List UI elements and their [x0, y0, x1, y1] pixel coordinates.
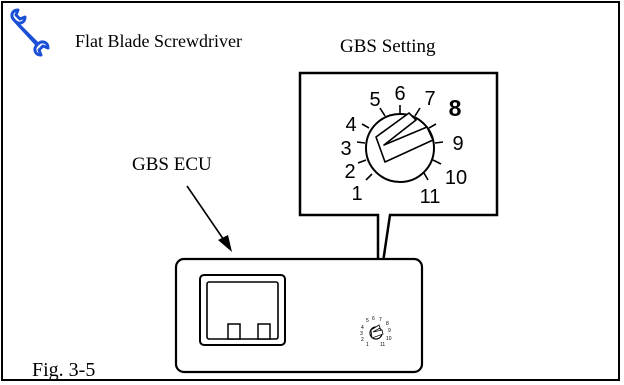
rotary-switch-large: 1 2 3 4 5 6 7 8 9 10 11: [340, 83, 467, 208]
dial-ticks: [356, 105, 444, 181]
dial-number-3: 3: [340, 138, 351, 160]
svg-text:2: 2: [361, 337, 364, 343]
svg-text:8: 8: [386, 321, 389, 327]
dial-number-4: 4: [345, 114, 356, 136]
wrench-icon: [10, 8, 50, 57]
svg-text:6: 6: [372, 316, 375, 322]
svg-text:4: 4: [361, 325, 364, 331]
svg-text:5: 5: [366, 318, 369, 324]
callout-title: GBS Setting: [340, 36, 436, 57]
svg-text:9: 9: [388, 328, 391, 334]
dial-number-5: 5: [369, 89, 380, 111]
svg-text:3: 3: [360, 331, 363, 337]
dial-number-7: 7: [424, 88, 435, 110]
tool-label: Flat Blade Screwdriver: [75, 31, 242, 51]
dial-number-9: 9: [452, 133, 463, 155]
callout-box: [298, 71, 499, 297]
svg-text:10: 10: [386, 336, 392, 342]
rotary-switch-small: 4 5 6 7 8 9 10 11 3 2 1: [360, 316, 392, 348]
dial-number-1: 1: [351, 183, 362, 205]
ecu-arrow: [186, 185, 232, 252]
dial-number-10: 10: [445, 167, 467, 189]
ecu-label: GBS ECU: [132, 154, 212, 175]
ecu-unit: 4 5 6 7 8 9 10 11 3 2 1: [174, 257, 424, 374]
dial-number-11: 11: [420, 186, 441, 208]
dial-number-8: 8: [449, 95, 462, 121]
dial-number-6: 6: [394, 83, 405, 105]
dial-number-2: 2: [344, 161, 355, 183]
figure-caption: Fig. 3-5: [32, 359, 95, 381]
svg-text:1: 1: [366, 342, 369, 348]
ecu-connector: [199, 274, 286, 346]
svg-text:7: 7: [379, 317, 382, 323]
svg-text:11: 11: [380, 342, 385, 348]
dial-slot: [375, 112, 434, 163]
